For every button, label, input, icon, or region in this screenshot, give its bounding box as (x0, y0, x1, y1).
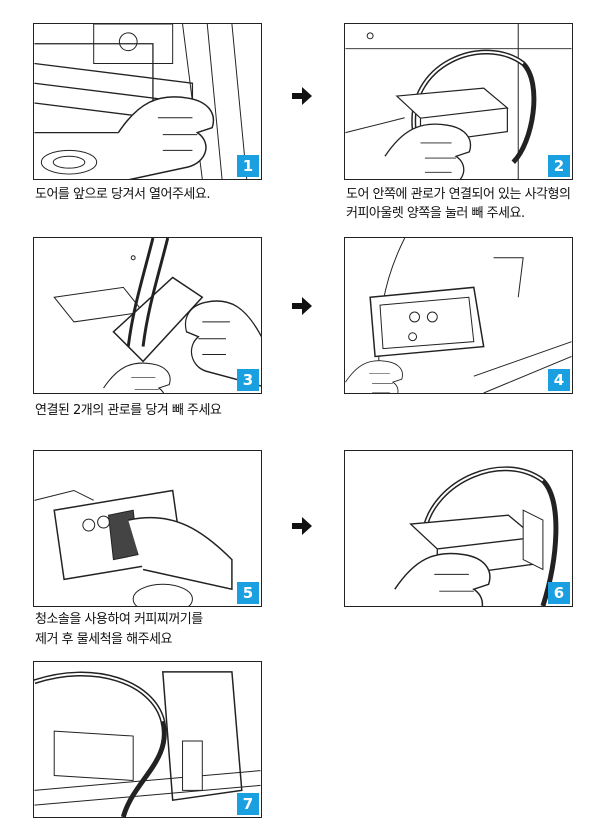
step-number-badge: 1 (237, 155, 259, 177)
step-6-illustration: 6 (344, 450, 573, 607)
step-4-illustration: 4 (344, 237, 573, 394)
step-number-badge: 3 (237, 369, 259, 391)
arrow-right-icon (290, 515, 314, 537)
step-1-caption: 도어를 앞으로 당겨서 열어주세요. (35, 187, 210, 202)
step-2-caption-line2: 커피아울렛 양쪽을 눌러 빼 주세요. (346, 206, 525, 221)
step-7-illustration: 7 (33, 661, 262, 818)
step-number-badge: 4 (548, 369, 570, 391)
step-number-badge: 6 (548, 582, 570, 604)
arrow-right-icon (290, 295, 314, 317)
step-5-illustration: 5 (33, 450, 262, 607)
step-2-illustration: 2 (344, 23, 573, 180)
step-number-badge: 2 (548, 155, 570, 177)
step-5-caption-line1: 청소솔을 사용하여 커피찌꺼기를 (35, 612, 203, 627)
step-3-caption: 연결된 2개의 관로를 당겨 빼 주세요 (35, 403, 222, 418)
step-number-badge: 7 (237, 793, 259, 815)
step-number-badge: 5 (237, 582, 259, 604)
step-5-caption-line2: 제거 후 물세척을 해주세요 (35, 632, 172, 647)
step-3-illustration: 3 (33, 237, 262, 394)
step-1-illustration: 1 (33, 23, 262, 180)
arrow-right-icon (290, 85, 314, 107)
step-2-caption-line1: 도어 안쪽에 관로가 연결되어 있는 사각형의 (346, 187, 571, 202)
